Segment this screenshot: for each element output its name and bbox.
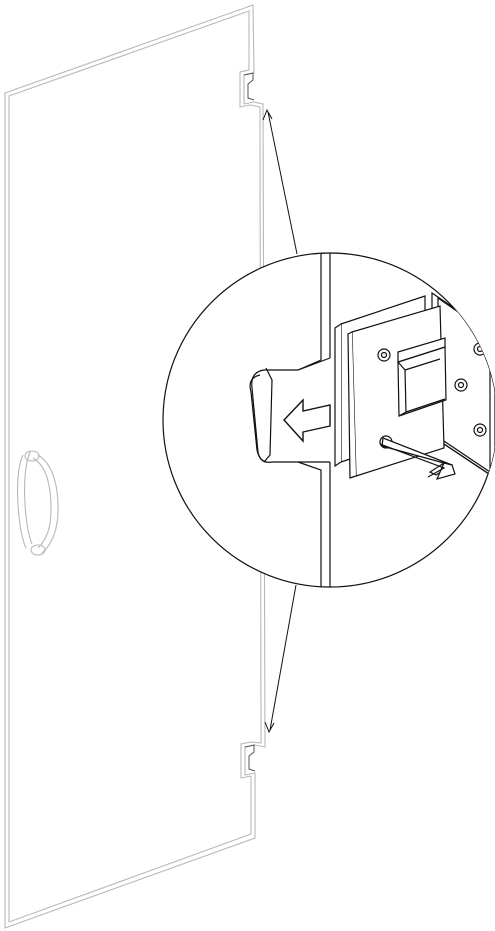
detail-glass-edge (297, 253, 331, 587)
callout-arrows (262, 108, 298, 734)
left-arrow-icon (283, 398, 331, 443)
door-inner-edge (8, 10, 262, 923)
hinge-knuckle (397, 337, 447, 417)
callout-line-top (267, 111, 298, 255)
callout-arrowhead-bottom (264, 721, 275, 734)
callout-arrowhead-top (262, 108, 273, 121)
magnified-detail (162, 252, 495, 588)
door-handle (17, 450, 59, 556)
hex-key-icon (379, 437, 456, 480)
bottom-hinge-notch (244, 744, 256, 772)
callout-line-bottom (269, 584, 297, 731)
top-hinge-notch (243, 72, 255, 101)
